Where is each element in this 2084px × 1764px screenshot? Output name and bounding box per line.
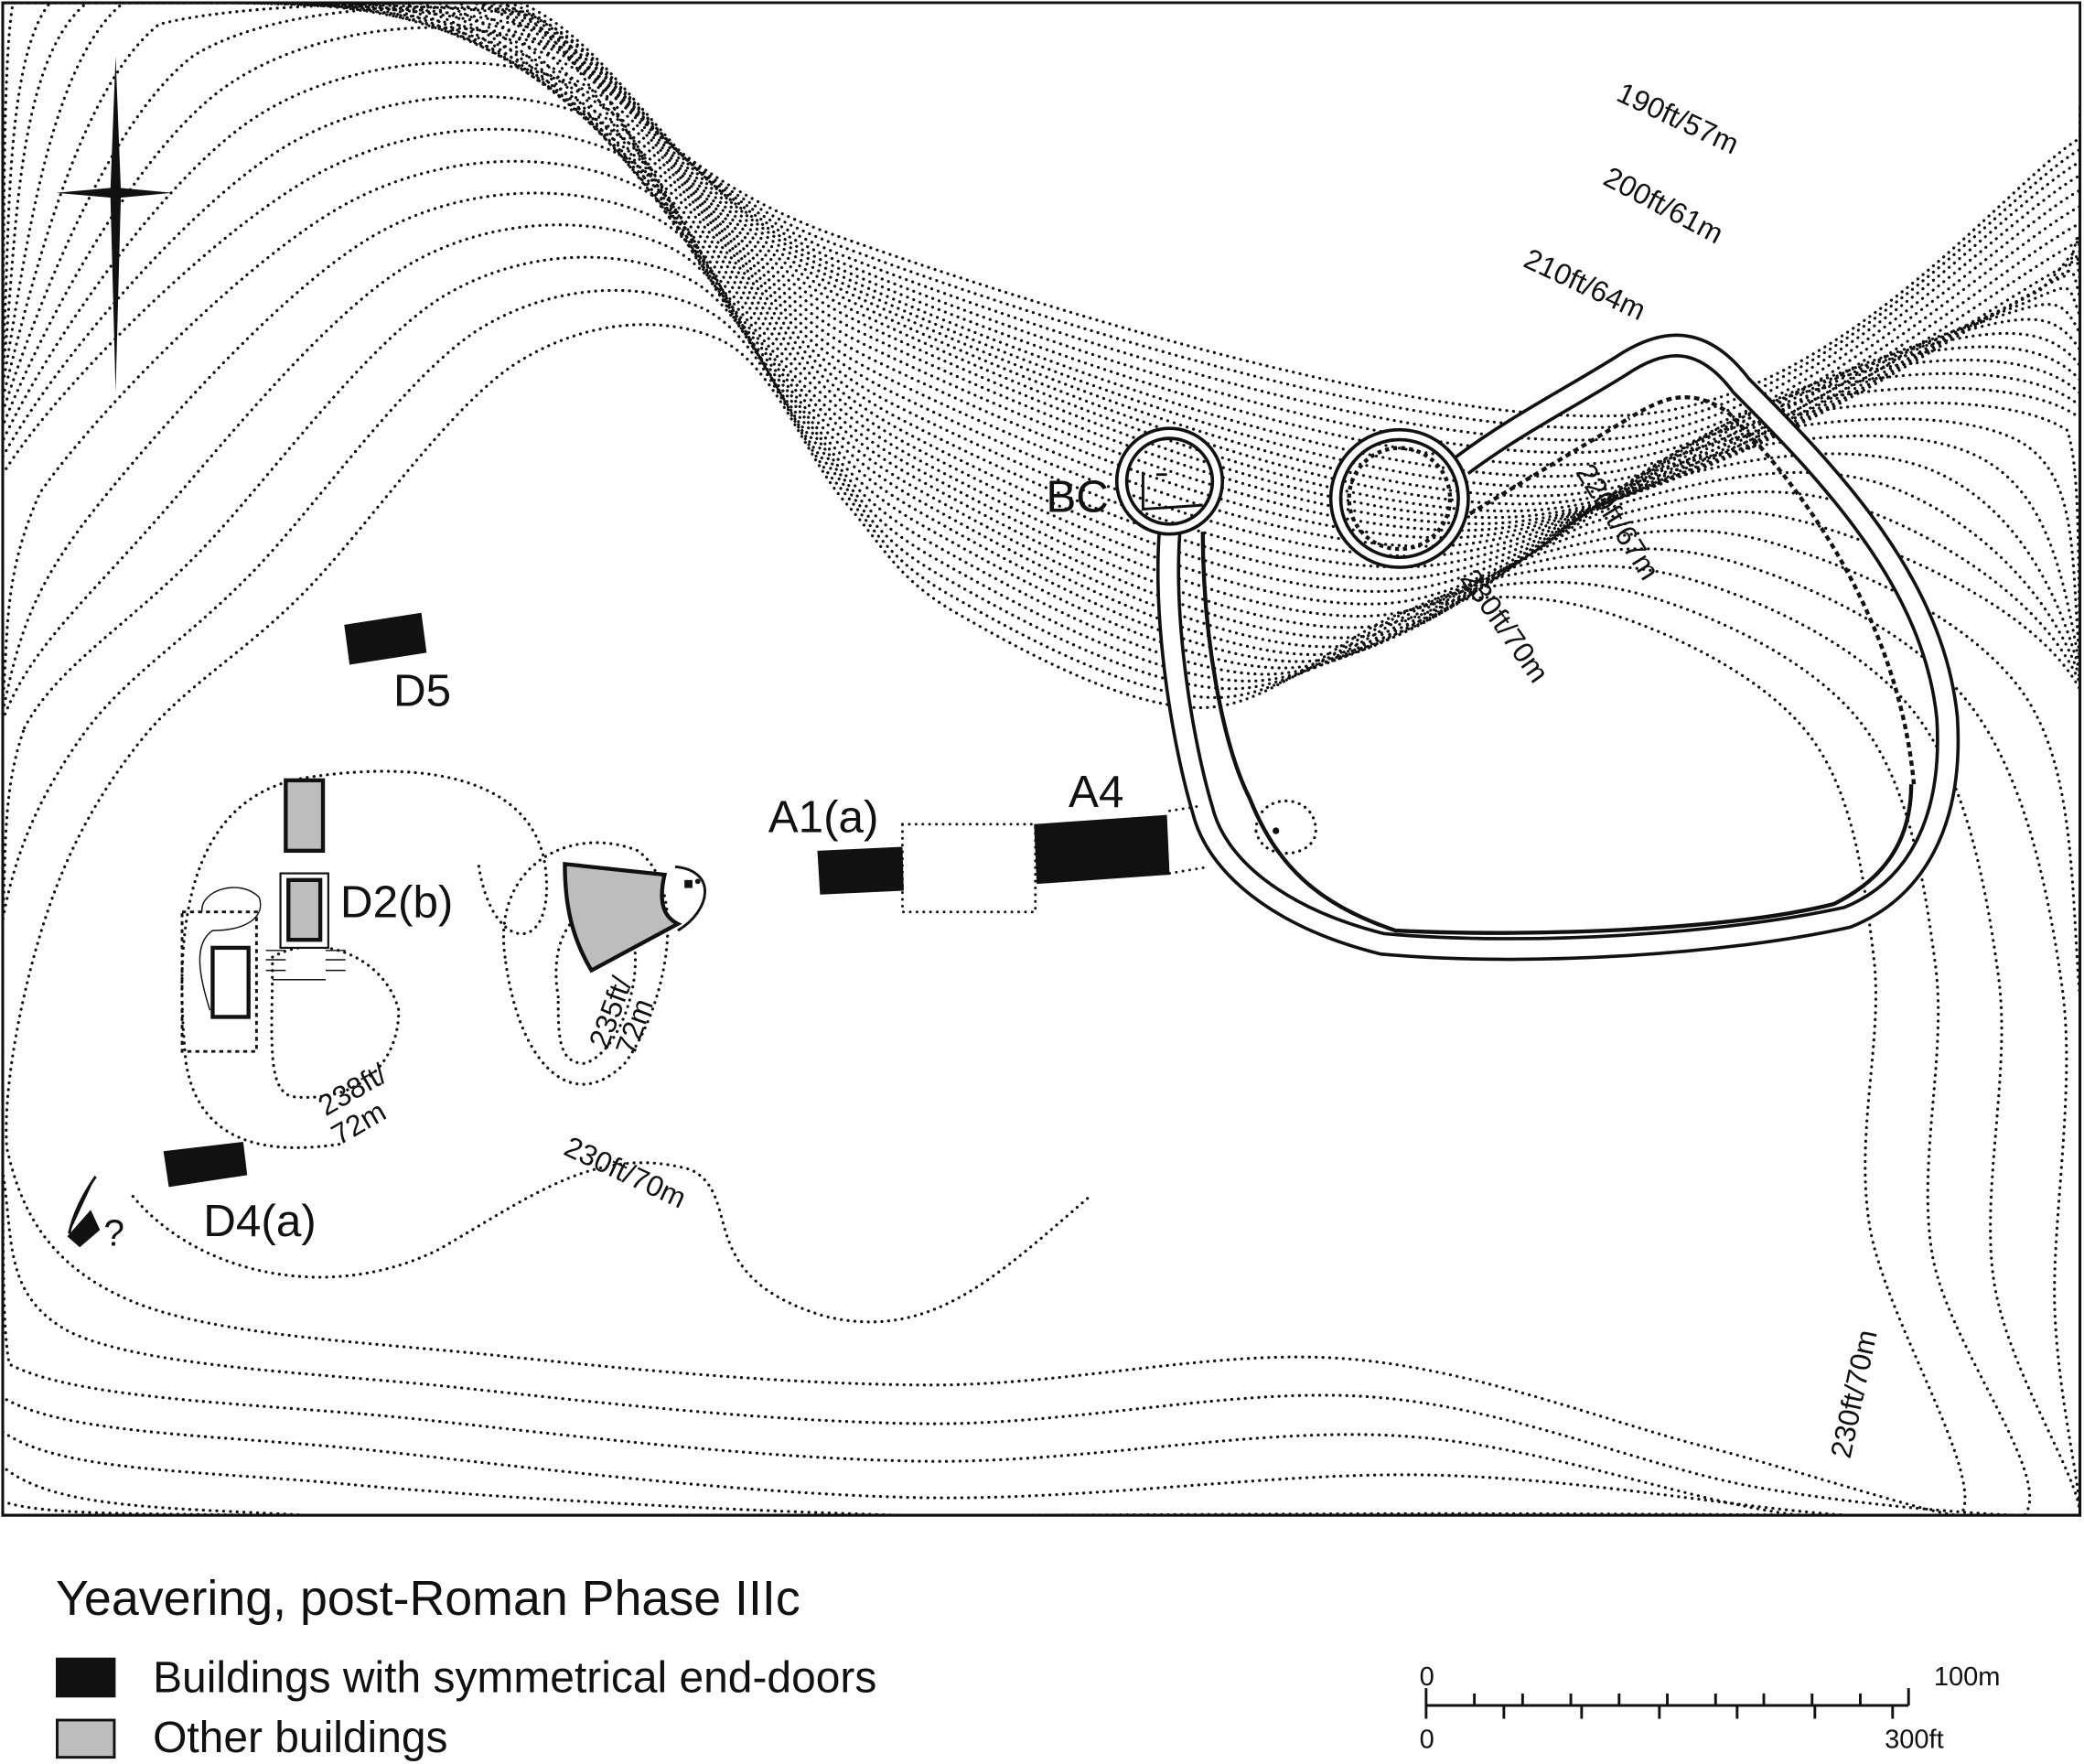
contour-line: [2, 5, 2080, 1516]
contour-line: [2, 2, 2080, 1516]
building-d1-enclosure: [180, 910, 258, 1053]
label-d5: D5: [393, 666, 451, 716]
contour-line: [2, 2, 2080, 1516]
contour-line: [2, 255, 2080, 1516]
contour-line: [2, 2, 2080, 1516]
contour-line: [5, 323, 1967, 1516]
scale-ft-end: 300ft: [1885, 1726, 1944, 1755]
label-a1a: A1(a): [768, 792, 879, 843]
scale-m-zero: 0: [1420, 1662, 1434, 1692]
palisade-enclosure: [1114, 333, 1960, 962]
unknown-structure: [67, 1175, 101, 1248]
building-theatre: [563, 861, 682, 973]
contour-line: [2, 2, 2080, 1516]
legend-label-other: Other buildings: [153, 1714, 447, 1762]
building-grey-north: [284, 778, 326, 854]
legend-swatch-grey: [56, 1718, 116, 1759]
scale-bar: [1424, 1688, 1910, 1719]
scale-ft-zero: 0: [1420, 1726, 1434, 1755]
building-a2-outline: [901, 823, 1037, 914]
building-a4: [1034, 814, 1170, 885]
label-d4a: D4(a): [203, 1196, 316, 1246]
building-d2b: [286, 877, 323, 942]
north-arrow-icon: [56, 56, 173, 393]
contour-line: [2, 60, 2080, 1516]
map-title: Yeavering, post-Roman Phase IIIc: [56, 1571, 800, 1626]
contour-line: [2, 191, 2080, 1516]
label-a4: A4: [1069, 767, 1123, 817]
buildings: [67, 612, 1211, 1248]
building-a1a: [817, 846, 904, 895]
label-unknown: ?: [103, 1211, 124, 1253]
contour-line: [2, 288, 2032, 1516]
scale-m-end: 100m: [1934, 1662, 2001, 1692]
contour-line: [2, 127, 2080, 1516]
map-frame: [1, 1, 2082, 1517]
legend-label-end-doors: Buildings with symmetrical end-doors: [153, 1653, 876, 1702]
label-d2b: D2(b): [340, 877, 453, 927]
building-d4a: [163, 1142, 248, 1188]
building-d1: [210, 945, 251, 1019]
contour-line: [2, 223, 2080, 1516]
label-bc: BC: [1046, 471, 1109, 522]
building-d5: [344, 612, 427, 665]
legend-swatch-black: [56, 1657, 116, 1698]
contour-lines: [2, 2, 2080, 1516]
contour-line: [2, 2, 2080, 1516]
